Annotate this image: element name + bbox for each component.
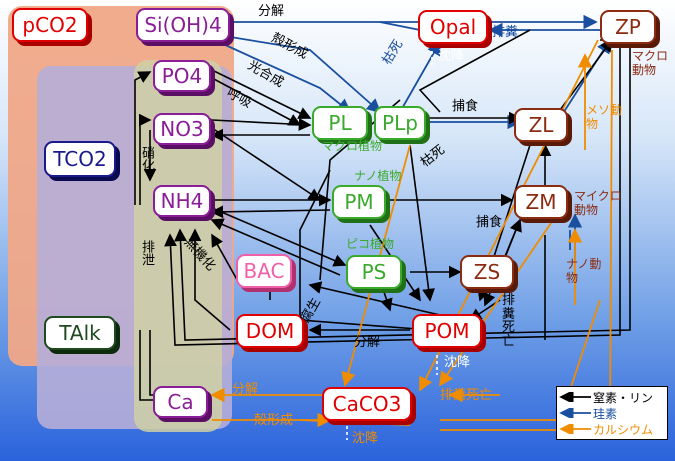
legend-label-silicon: 珪素 — [593, 406, 618, 421]
legend-row-silicon: 珪素 — [559, 406, 618, 421]
label-sinking-caco3: 沈降 — [352, 431, 379, 446]
zp-node: ZP — [600, 10, 656, 44]
calcium-node: Ca — [153, 386, 208, 418]
silicic-acid-node: Si(OH)4 — [136, 8, 230, 42]
plp-node: PLp — [374, 106, 426, 140]
label-meso-animal: メソ動物 — [586, 103, 623, 131]
zs-node: ZS — [460, 255, 514, 289]
bac-node: BAC — [236, 254, 292, 288]
label-decomposition-pom: 分解 — [354, 335, 381, 350]
label-fecal-death-caco3: 排糞死亡 — [440, 388, 493, 403]
legend: 窒素・リン 珪素 カルシウム — [556, 386, 668, 440]
legend-row-nitrogen-phosphorus: 窒素・リン — [559, 390, 654, 405]
zm-node: ZM — [514, 185, 568, 219]
ammonium-node: NH4 — [153, 185, 211, 217]
pco2-node: pCO2 — [12, 8, 88, 42]
label-pico-plant: ピコ植物 — [346, 237, 395, 251]
label-macro-plant: マクロ植物 — [322, 139, 383, 153]
label-decomposition-ca: 分解 — [232, 382, 259, 397]
ps-node: PS — [346, 255, 402, 289]
label-shell-formation-ca: 殻形成 — [254, 413, 294, 428]
label-sinking-opal: 沈降 — [438, 49, 465, 64]
label-micro-animal: マイクロ動物 — [574, 189, 622, 217]
legend-black-arrow — [559, 392, 591, 402]
nitrate-node: NO3 — [153, 113, 211, 145]
legend-row-calcium: カルシウム — [559, 422, 654, 437]
phosphate-node: PO4 — [153, 60, 211, 92]
pl-node: PL — [312, 106, 368, 140]
label-macro-animal: マクロ動物 — [632, 49, 669, 77]
caco3-node: CaCO3 — [322, 387, 412, 421]
pom-node: POM — [412, 314, 482, 348]
opal-node: Opal — [418, 10, 488, 44]
label-nano-plant: ナノ植物 — [354, 169, 402, 183]
legend-orange-arrow — [559, 424, 591, 434]
legend-label-nitrogen-phosphorus: 窒素・リン — [593, 390, 654, 405]
label-grazing-mid: 捕食 — [476, 215, 503, 230]
label-sinking-pom: 沈降 — [444, 355, 471, 370]
talk-node: TAlk — [44, 316, 116, 350]
label-nitrification: 硝化 — [139, 146, 154, 172]
tco2-node: TCO2 — [44, 141, 116, 177]
legend-label-calcium: カルシウム — [593, 422, 654, 437]
pm-node: PM — [332, 185, 386, 219]
silicon-flows — [209, 14, 611, 260]
label-nano-animal: ナノ動物 — [566, 257, 602, 285]
label-excretion-left: 排泄 — [139, 240, 154, 266]
label-excretion-opal: 排糞 — [492, 25, 519, 40]
dom-node: DOM — [236, 314, 304, 348]
legend-blue-arrow — [559, 408, 591, 418]
zl-node: ZL — [514, 108, 568, 142]
label-decomposition-opal: 分解 — [258, 4, 285, 19]
label-fecal-death-zs: 排糞死亡 — [502, 293, 516, 349]
label-grazing-top: 捕食 — [452, 99, 479, 114]
